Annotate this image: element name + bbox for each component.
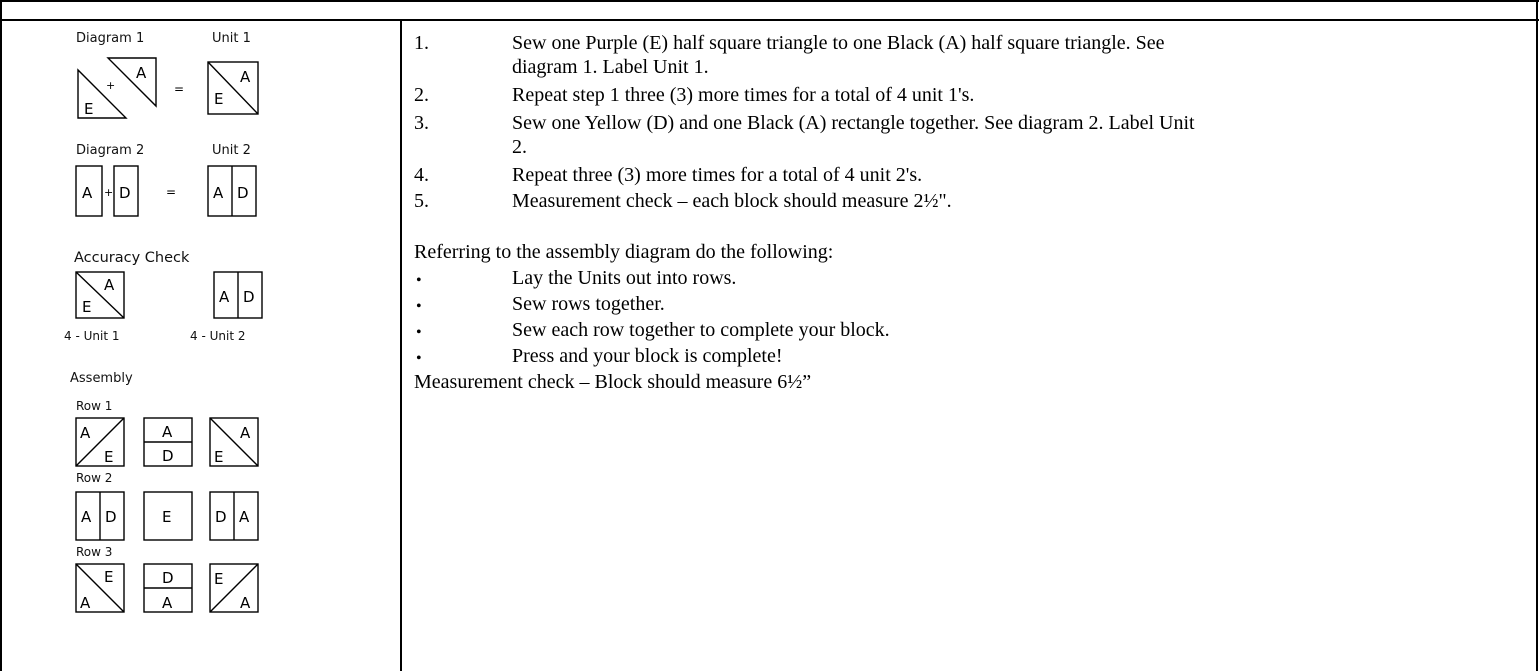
step-1-text-line-1: Sew one Purple (E) half square triangle … [512, 32, 1165, 54]
bullet-1-marker: • [416, 272, 422, 289]
diagram2-rect-a: A [75, 165, 103, 217]
svg-text:E: E [214, 570, 223, 588]
svg-text:D: D [162, 569, 174, 587]
accuracy-unit2-block: A D [213, 271, 263, 319]
row1-block-1: A E [75, 417, 125, 467]
bullet-1-text: Lay the Units out into rows. [512, 267, 737, 289]
table-top-border [0, 0, 1539, 2]
table-row-divider [0, 19, 1539, 21]
row2-block-2: E [143, 491, 193, 541]
step-3-text-line-2: 2. [512, 136, 527, 158]
svg-text:A: A [239, 508, 250, 526]
row1-label: Row 1 [76, 399, 112, 413]
bullet-3-text: Sew each row together to complete your b… [512, 319, 890, 341]
assembly-intro: Referring to the assembly diagram do the… [414, 241, 834, 263]
svg-text:A: A [80, 594, 91, 612]
bullet-2-text: Sew rows together. [512, 293, 665, 315]
svg-text:A: A [219, 288, 230, 306]
step-4-text: Repeat three (3) more times for a total … [512, 164, 923, 186]
step-2-number: 2. [414, 84, 429, 106]
final-measurement-check: Measurement check – Block should measure… [414, 371, 812, 393]
svg-text:E: E [84, 100, 93, 118]
svg-text:A: A [80, 424, 91, 442]
step-5-text: Measurement check – each block should me… [512, 190, 952, 212]
step-4-number: 4. [414, 164, 429, 186]
svg-text:D: D [162, 447, 174, 465]
row3-block-2: D A [143, 563, 193, 613]
unit1-block: E A [207, 61, 259, 115]
accuracy-unit1-block: E A [75, 271, 125, 319]
table-column-divider [400, 19, 402, 671]
step-2-text: Repeat step 1 three (3) more times for a… [512, 84, 975, 106]
svg-text:D: D [237, 184, 249, 202]
svg-text:A: A [240, 594, 251, 612]
step-3-number: 3. [414, 112, 429, 134]
assembly-title: Assembly [70, 371, 133, 386]
step-1-number: 1. [414, 32, 429, 54]
table-right-border [1536, 0, 1538, 671]
diagram1-plus: + [106, 79, 115, 92]
diagram2-rect-d: D [113, 165, 139, 217]
diagram1-title: Diagram 1 [76, 31, 144, 46]
step-1-text-line-2: diagram 1. Label Unit 1. [512, 56, 709, 78]
svg-text:E: E [104, 448, 113, 466]
row2-block-1: A D [75, 491, 125, 541]
svg-text:E: E [162, 508, 171, 526]
table-left-border [0, 0, 2, 671]
accuracy-unit1-count: 4 - Unit 1 [64, 329, 119, 343]
diagram2-title: Diagram 2 [76, 143, 144, 158]
row3-block-3: E A [209, 563, 259, 613]
accuracy-unit2-count: 4 - Unit 2 [190, 329, 245, 343]
bullet-4-marker: • [416, 350, 422, 367]
diagram2-plus: + [104, 186, 113, 199]
svg-text:E: E [214, 90, 223, 108]
svg-text:A: A [213, 184, 224, 202]
row3-label: Row 3 [76, 545, 112, 559]
step-3-text-line-1: Sew one Yellow (D) and one Black (A) rec… [512, 112, 1195, 134]
unit2-title: Unit 2 [212, 143, 251, 158]
svg-text:A: A [136, 64, 147, 82]
row1-block-3: E A [209, 417, 259, 467]
diagram1-triangle-a: A [106, 57, 157, 108]
step-5-number: 5. [414, 190, 429, 212]
svg-text:A: A [81, 508, 92, 526]
svg-text:A: A [82, 184, 93, 202]
svg-text:D: D [243, 288, 255, 306]
row1-block-2: A D [143, 417, 193, 467]
svg-text:D: D [105, 508, 117, 526]
bullet-4-text: Press and your block is complete! [512, 345, 783, 367]
diagram1-triangle-e: E [77, 68, 128, 119]
quilt-diagram-panel: Diagram 1 Unit 1 E + A = E A Diagram 2 U… [60, 18, 320, 658]
bullet-2-marker: • [416, 298, 422, 315]
svg-text:D: D [215, 508, 227, 526]
row2-block-3: D A [209, 491, 259, 541]
unit1-title: Unit 1 [212, 31, 251, 46]
svg-text:A: A [240, 424, 251, 442]
quilt-diagram: Diagram 1 Unit 1 E + A = E A Diagram 2 U… [64, 31, 263, 613]
svg-text:A: A [162, 423, 173, 441]
svg-text:D: D [119, 184, 131, 202]
svg-text:E: E [104, 568, 113, 586]
diagram1-equals: = [174, 82, 184, 96]
svg-text:E: E [214, 448, 223, 466]
row3-block-1: E A [75, 563, 125, 613]
svg-text:A: A [104, 276, 115, 294]
bullet-3-marker: • [416, 324, 422, 341]
accuracy-title: Accuracy Check [74, 250, 190, 266]
svg-text:A: A [240, 68, 251, 86]
row2-label: Row 2 [76, 471, 112, 485]
svg-text:A: A [162, 594, 173, 612]
svg-text:E: E [82, 298, 91, 316]
unit2-block: A D [207, 165, 257, 217]
diagram2-equals: = [166, 185, 176, 199]
